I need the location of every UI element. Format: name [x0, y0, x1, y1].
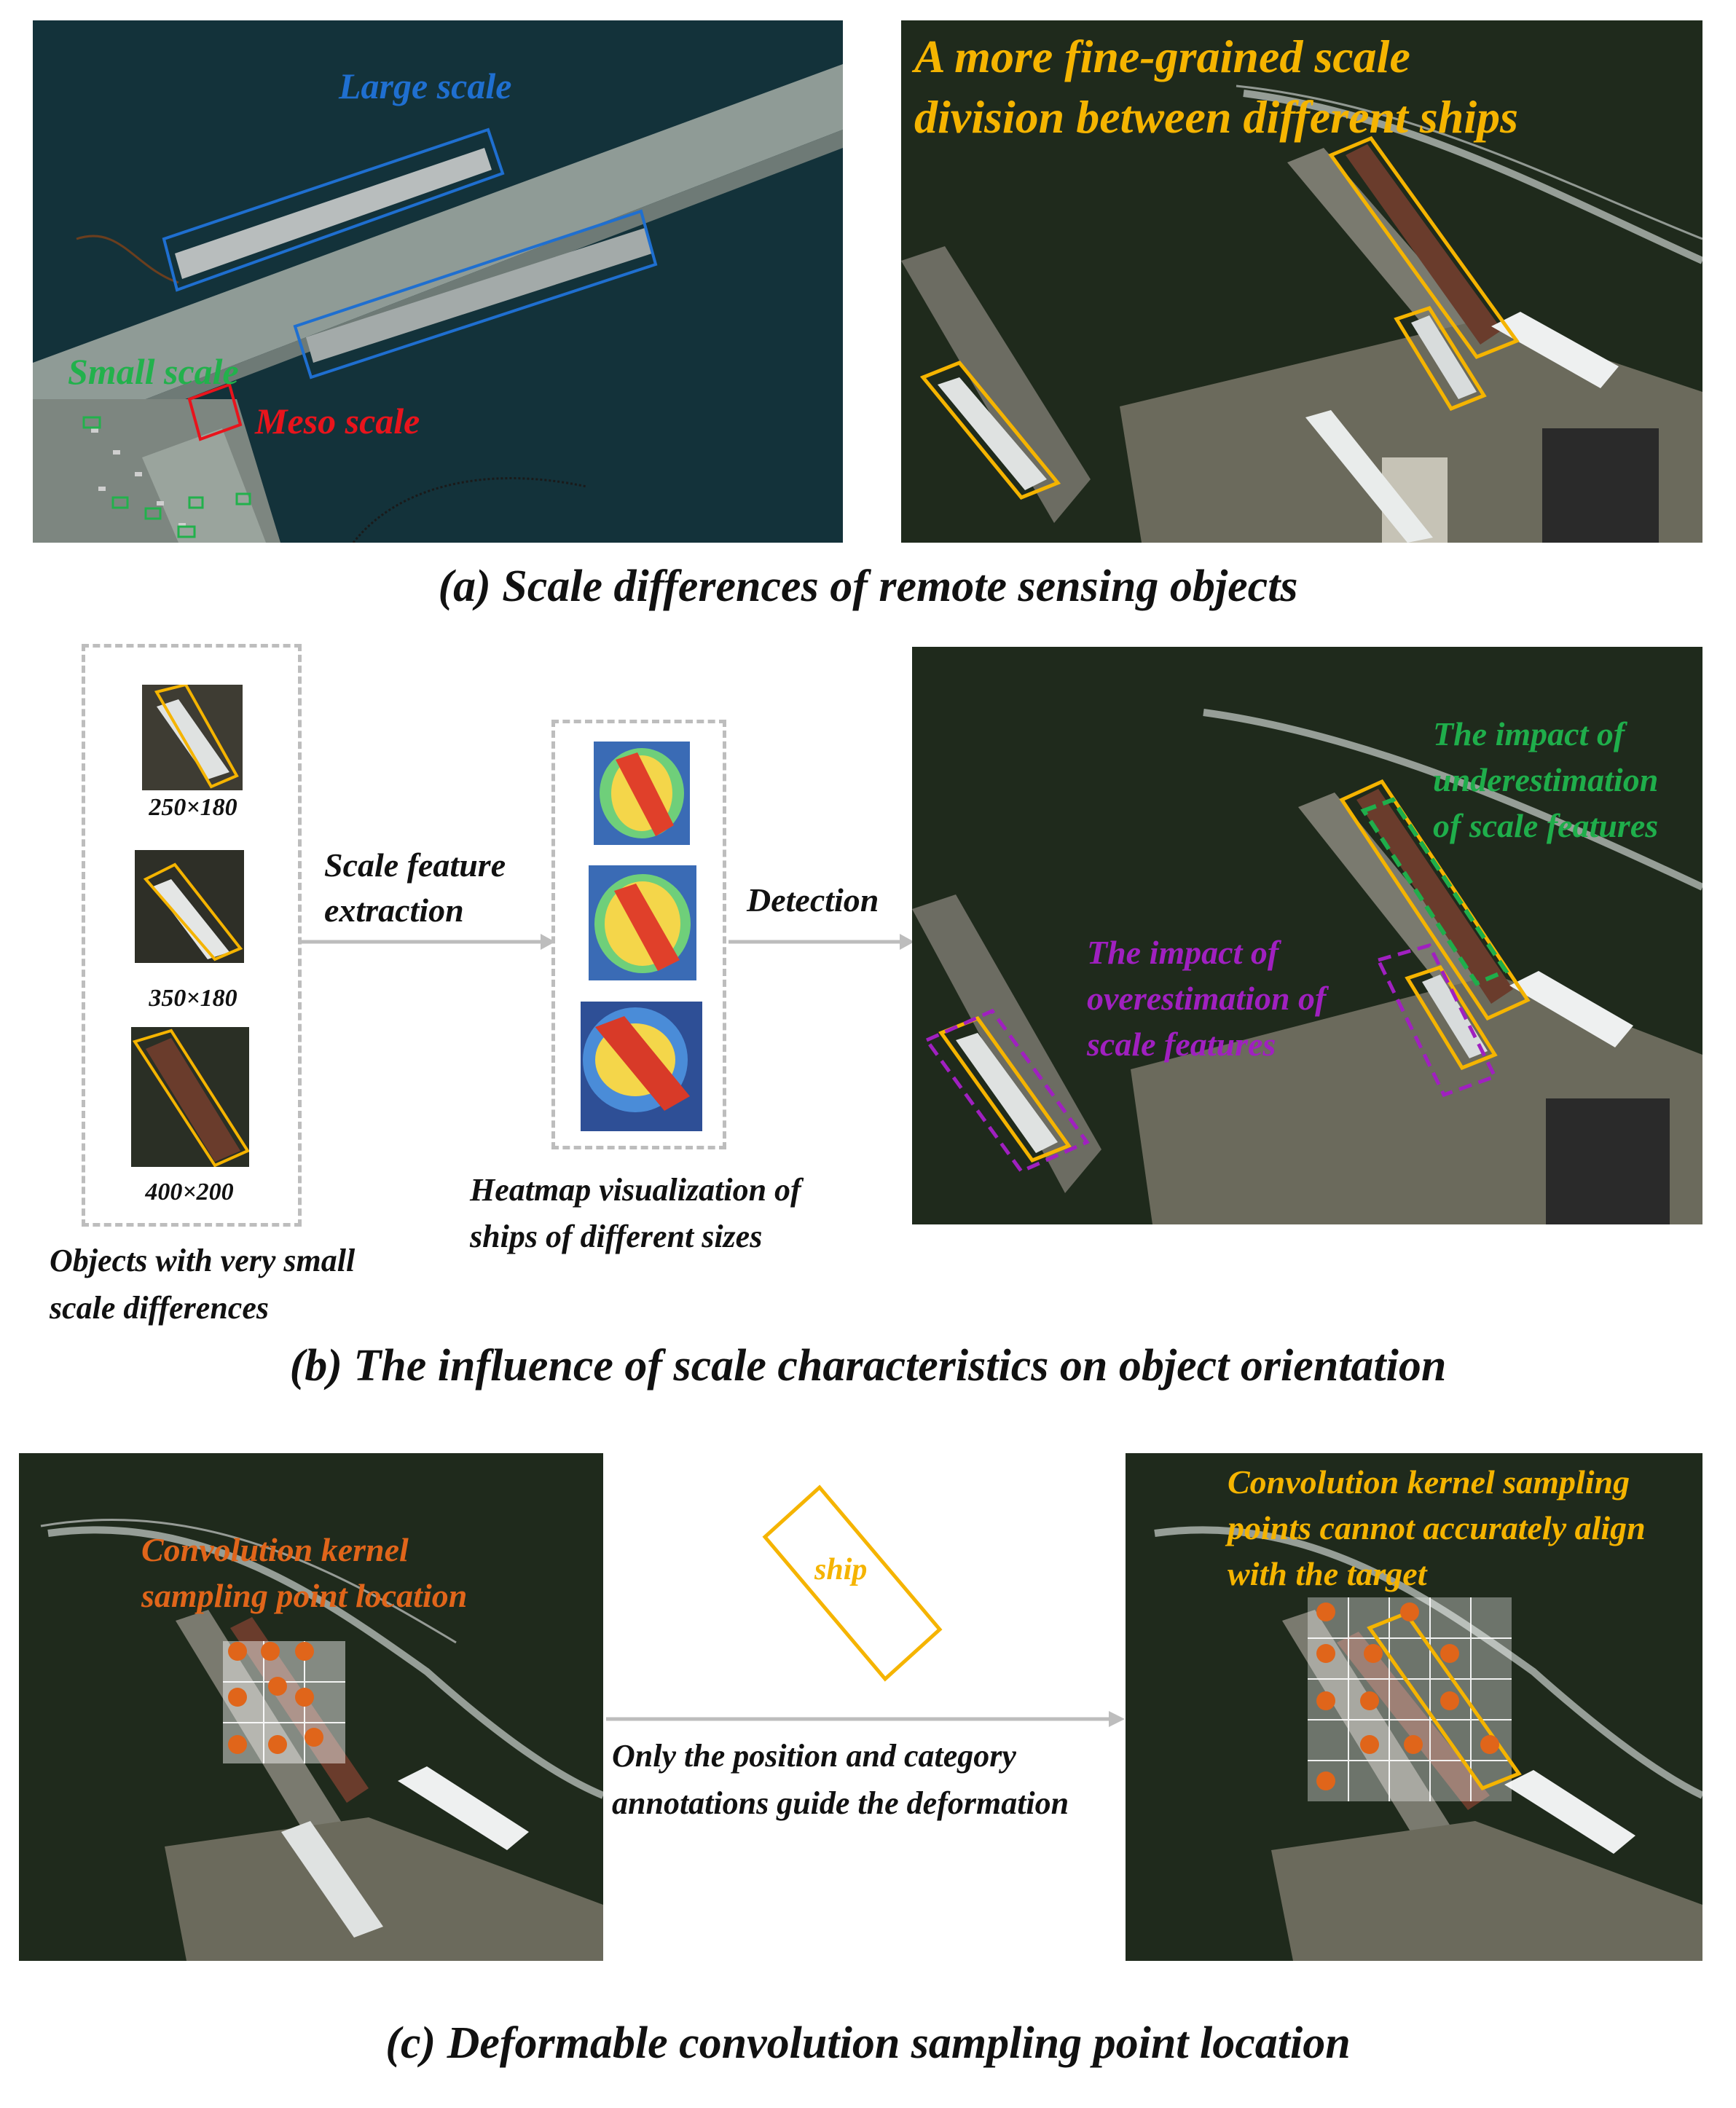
- objects-label-line2: scale differences: [50, 1290, 269, 1326]
- fine-grained-title-line2: division between different ships: [914, 91, 1519, 143]
- large-scale-label: Large scale: [339, 66, 512, 106]
- caption-a: (a) Scale differences of remote sensing …: [438, 562, 1298, 611]
- fine-grained-title-line1: A more fine-grained scale: [914, 31, 1410, 82]
- detection-arrow: [728, 931, 914, 953]
- objects-label-line1: Objects with very small: [50, 1243, 356, 1278]
- heatmap-label-line2: ships of different sizes: [470, 1219, 763, 1254]
- panel-a-right-image: A more fine-grained scale division betwe…: [901, 20, 1702, 543]
- over-label-line3: scale features: [1087, 1026, 1276, 1063]
- panel-b-detection-image: The impact of underestimation of scale f…: [912, 647, 1702, 1224]
- panel-c-right-image: Convolution kernel sampling points canno…: [1126, 1453, 1702, 1961]
- extraction-label-line2: extraction: [324, 892, 464, 929]
- right-sampling-label-line3: with the target: [1228, 1555, 1427, 1592]
- caption-c: (c) Deformable convolution sampling poin…: [385, 2018, 1351, 2068]
- meso-scale-label: Meso scale: [255, 401, 420, 441]
- thumb-250x180: [142, 685, 243, 790]
- left-sampling-label-line2: sampling point location: [141, 1577, 468, 1614]
- heatmap-thumb-1: [594, 742, 690, 845]
- objects-dashed-box: [82, 644, 302, 1227]
- thumb-size-label-3: 400×200: [145, 1179, 234, 1206]
- left-sampling-label-line1: Convolution kernel: [141, 1531, 409, 1568]
- thumb-size-label-1: 250×180: [149, 794, 237, 821]
- thumb-400x200: [131, 1027, 249, 1167]
- under-label-line3: of scale features: [1433, 807, 1659, 844]
- guide-label-line1: Only the position and category: [612, 1738, 1016, 1774]
- guide-label-line2: annotations guide the deformation: [612, 1785, 1069, 1821]
- thumb-350x180: [135, 850, 244, 963]
- extraction-arrow: [300, 931, 555, 953]
- heatmap-thumb-3: [581, 1002, 702, 1131]
- under-label-line2: underestimation: [1433, 761, 1659, 798]
- panel-c-left-image: Convolution kernel sampling point locati…: [19, 1453, 603, 1961]
- small-scale-label: Small scale: [68, 351, 239, 392]
- right-sampling-label-line2: points cannot accurately align: [1228, 1509, 1646, 1546]
- over-label-line1: The impact of: [1087, 934, 1279, 971]
- right-sampling-label-line1: Convolution kernel sampling: [1228, 1463, 1630, 1501]
- ship-annotation-box: [743, 1479, 962, 1697]
- deformation-arrow: [606, 1708, 1125, 1730]
- under-label-line1: The impact of: [1433, 715, 1625, 752]
- extraction-label-line1: Scale feature: [324, 846, 506, 884]
- caption-b: (b) The influence of scale characteristi…: [289, 1341, 1447, 1391]
- thumb-size-label-2: 350×180: [149, 985, 237, 1012]
- heatmap-dashed-box: [551, 720, 726, 1149]
- panel-a-left-image: Large scale Small scale Meso scale: [33, 20, 843, 543]
- heatmap-label-line1: Heatmap visualization of: [470, 1172, 801, 1208]
- over-label-line2: overestimation of: [1087, 980, 1327, 1017]
- detection-label: Detection: [747, 881, 879, 919]
- heatmap-thumb-2: [589, 865, 696, 980]
- ship-label: ship: [814, 1553, 868, 1586]
